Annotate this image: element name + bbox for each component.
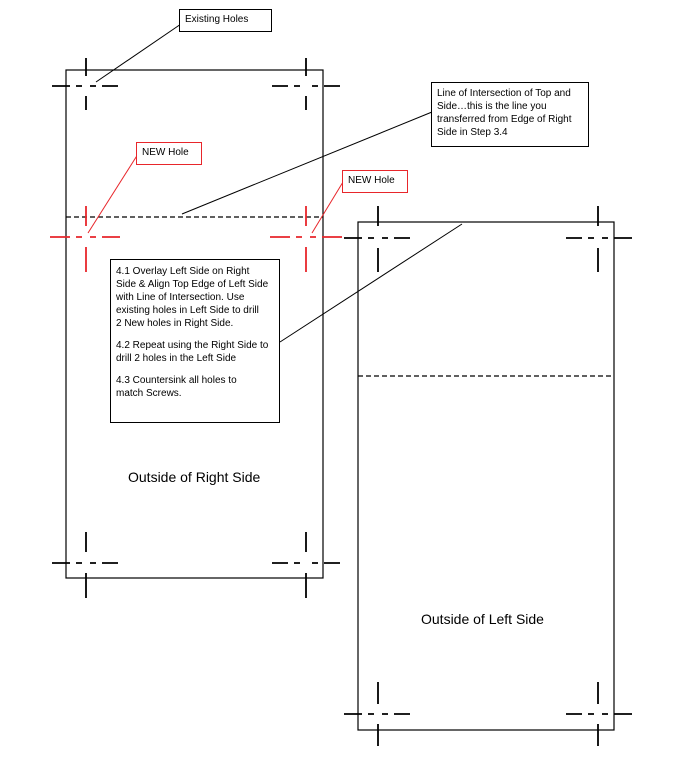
instruction-step-4-3: 4.3 Countersink all holes to match Screw…: [116, 375, 237, 399]
line-of-intersection-callout: Line of Intersection of Top and Side…thi…: [431, 82, 589, 147]
instruction-leader: [279, 223, 463, 343]
hole-mark: [272, 58, 340, 110]
existing-hole-marks-right-panel: [52, 58, 340, 598]
new-hole-right-leader: [311, 181, 344, 234]
hole-mark: [272, 532, 340, 598]
hole-mark: [344, 206, 410, 272]
new-hole-left-callout: NEW Hole: [136, 142, 202, 165]
right-side-panel: [65, 69, 324, 579]
existing-holes-label: Existing Holes: [185, 14, 249, 25]
hole-mark: [566, 206, 632, 272]
existing-holes-leader: [95, 23, 182, 83]
hole-mark: [52, 58, 118, 110]
existing-holes-callout: Existing Holes: [179, 9, 272, 32]
right-side-panel-label: Outside of Right Side: [128, 469, 261, 485]
new-hole-right-label: NEW Hole: [348, 175, 395, 186]
hole-mark: [566, 682, 632, 746]
left-side-panel: [357, 221, 615, 731]
hole-mark: [52, 532, 118, 598]
hole-mark: [344, 682, 410, 746]
new-hole-marks: [50, 206, 342, 272]
instruction-step-4-1: 4.1 Overlay Left Side on Right Side & Al…: [116, 266, 269, 329]
new-hole-mark-right: [270, 206, 342, 272]
new-hole-left-leader: [87, 153, 139, 234]
intersection-leader: [181, 111, 433, 215]
new-hole-right-callout: NEW Hole: [342, 170, 408, 193]
new-hole-left-label: NEW Hole: [142, 147, 189, 158]
existing-hole-marks-left-panel: [344, 206, 632, 746]
line-of-intersection-text: Line of Intersection of Top and Side…thi…: [437, 88, 572, 138]
instruction-step-4-2: 4.2 Repeat using the Right Side to drill…: [116, 340, 269, 364]
instructions-box: 4.1 Overlay Left Side on Right Side & Al…: [110, 259, 280, 423]
left-side-panel-label: Outside of Left Side: [421, 611, 544, 627]
new-hole-mark-left: [50, 206, 120, 272]
